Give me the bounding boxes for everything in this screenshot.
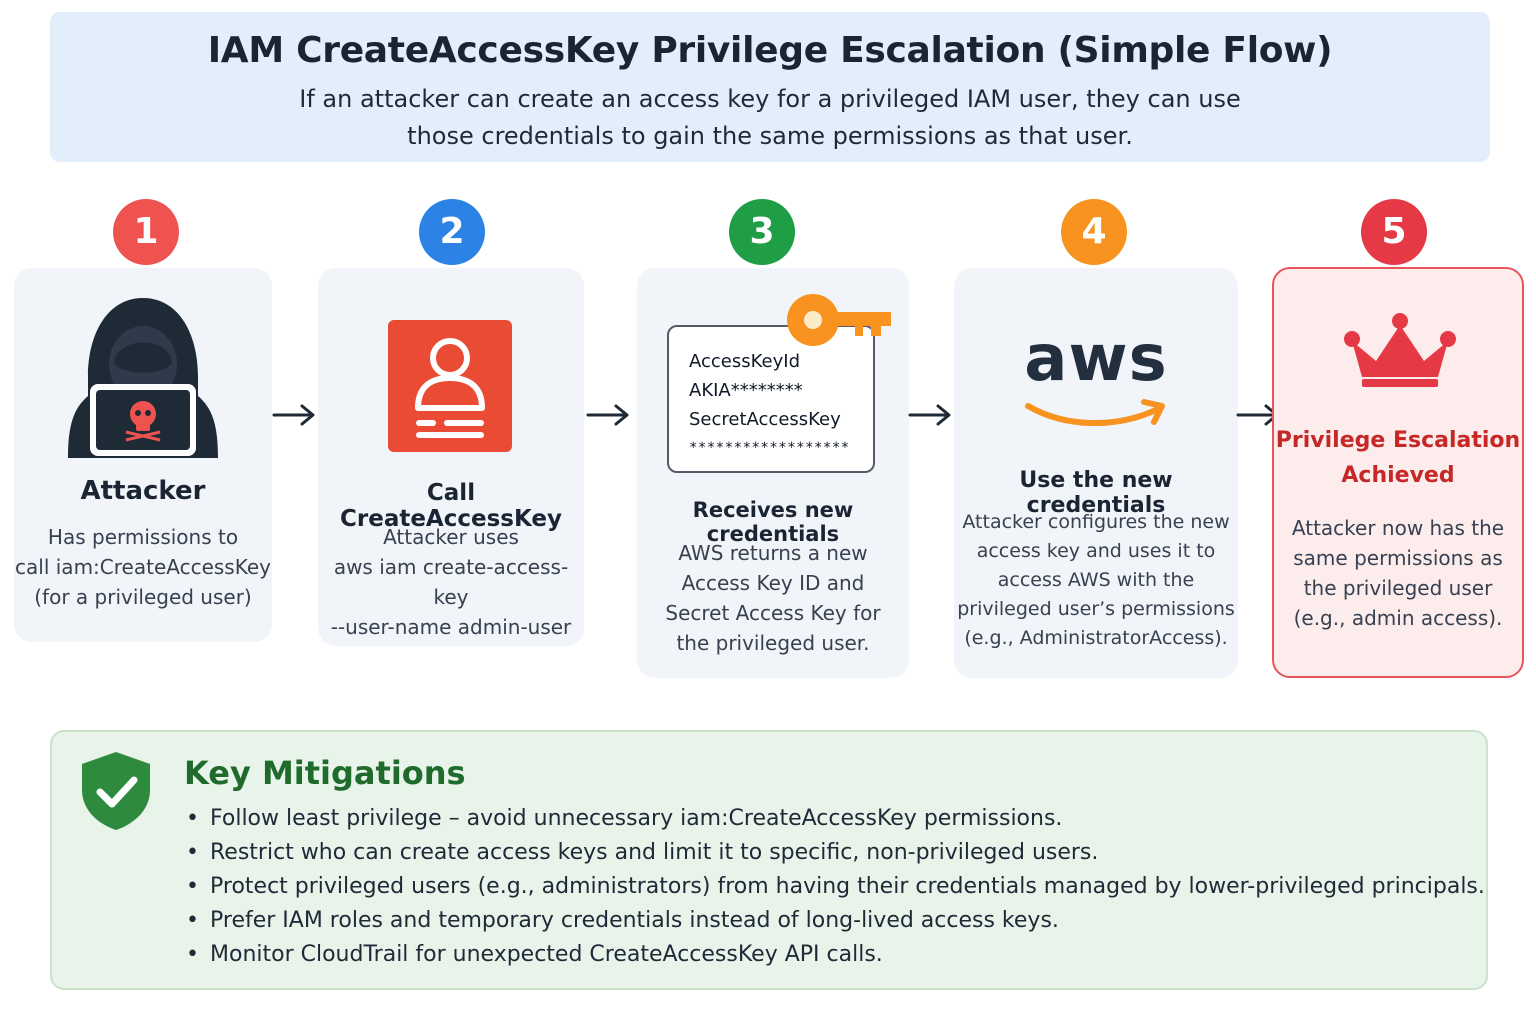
iam-user-icon — [388, 320, 512, 452]
mitigations-list: Follow least privilege – avoid unnecessa… — [186, 802, 1485, 972]
step-5-badge: 5 — [1361, 199, 1427, 265]
aws-logo: aws — [1016, 324, 1176, 434]
step-4-desc: Attacker configures the new access key a… — [957, 511, 1235, 649]
step-3-card: AccessKeyId AKIA******** SecretAccessKey… — [637, 268, 909, 678]
step-3-title: Receives new credentials — [692, 498, 854, 546]
hooded-hacker-icon — [68, 298, 218, 458]
aws-smile-icon — [1025, 399, 1165, 426]
crown-icon — [1344, 313, 1456, 387]
step-5-card: Privilege Escalation Achieved Attacker n… — [1272, 267, 1524, 678]
step-2-card: Call CreateAccessKey Attacker uses aws i… — [318, 268, 584, 646]
flow-arrow-1-icon — [272, 404, 315, 426]
step-3-desc: AWS returns a new Access Key ID and Secr… — [665, 541, 881, 655]
page-subtitle: If an attacker can create an access key … — [299, 85, 1241, 150]
aws-logo-text: aws — [1024, 322, 1168, 396]
shield-check-icon — [82, 752, 150, 830]
step-1-title: Attacker — [80, 476, 206, 506]
page-title: IAM CreateAccessKey Privilege Escalation… — [207, 30, 1333, 71]
step-4-card: aws Use the new credentials Attacker con… — [954, 268, 1238, 678]
mitigation-item: Restrict who can create access keys and … — [186, 836, 1485, 870]
access-key-id-label: AccessKeyId — [689, 351, 800, 372]
step-2-badge: 2 — [419, 199, 485, 265]
flow-arrow-2-icon — [586, 404, 629, 426]
mitigations-title: Key Mitigations — [184, 754, 466, 792]
secret-key-label: SecretAccessKey — [689, 409, 841, 430]
flow-arrow-3-icon — [908, 404, 951, 426]
step-2-desc: Attacker uses aws iam create-access-key … — [330, 525, 572, 639]
mitigation-item: Prefer IAM roles and temporary credentia… — [186, 904, 1485, 938]
step-1-desc: Has permissions to call iam:CreateAccess… — [15, 525, 271, 609]
key-icon — [787, 294, 891, 346]
step-5-desc: Attacker now has the same permissions as… — [1291, 516, 1505, 630]
step-4-badge: 4 — [1061, 199, 1127, 265]
step-1-card: Attacker Has permissions to call iam:Cre… — [14, 268, 272, 642]
mitigation-item: Monitor CloudTrail for unexpected Create… — [186, 938, 1485, 972]
step-3-badge: 3 — [729, 199, 795, 265]
access-key-id-value: AKIA******** — [689, 380, 803, 401]
credentials-panel: AccessKeyId AKIA******** SecretAccessKey… — [667, 325, 875, 473]
step-4-title: Use the new credentials — [1019, 468, 1173, 518]
secret-key-value: ****************** — [689, 440, 850, 456]
step-5-title: Privilege Escalation Achieved — [1275, 428, 1521, 488]
mitigation-item: Protect privileged users (e.g., administ… — [186, 870, 1485, 904]
header-banner: IAM CreateAccessKey Privilege Escalation… — [50, 12, 1490, 162]
mitigation-item: Follow least privilege – avoid unnecessa… — [186, 802, 1485, 836]
step-1-badge: 1 — [113, 199, 179, 265]
step-2-title: Call CreateAccessKey — [340, 480, 562, 532]
mitigations-panel: Key Mitigations Follow least privilege –… — [50, 730, 1488, 990]
